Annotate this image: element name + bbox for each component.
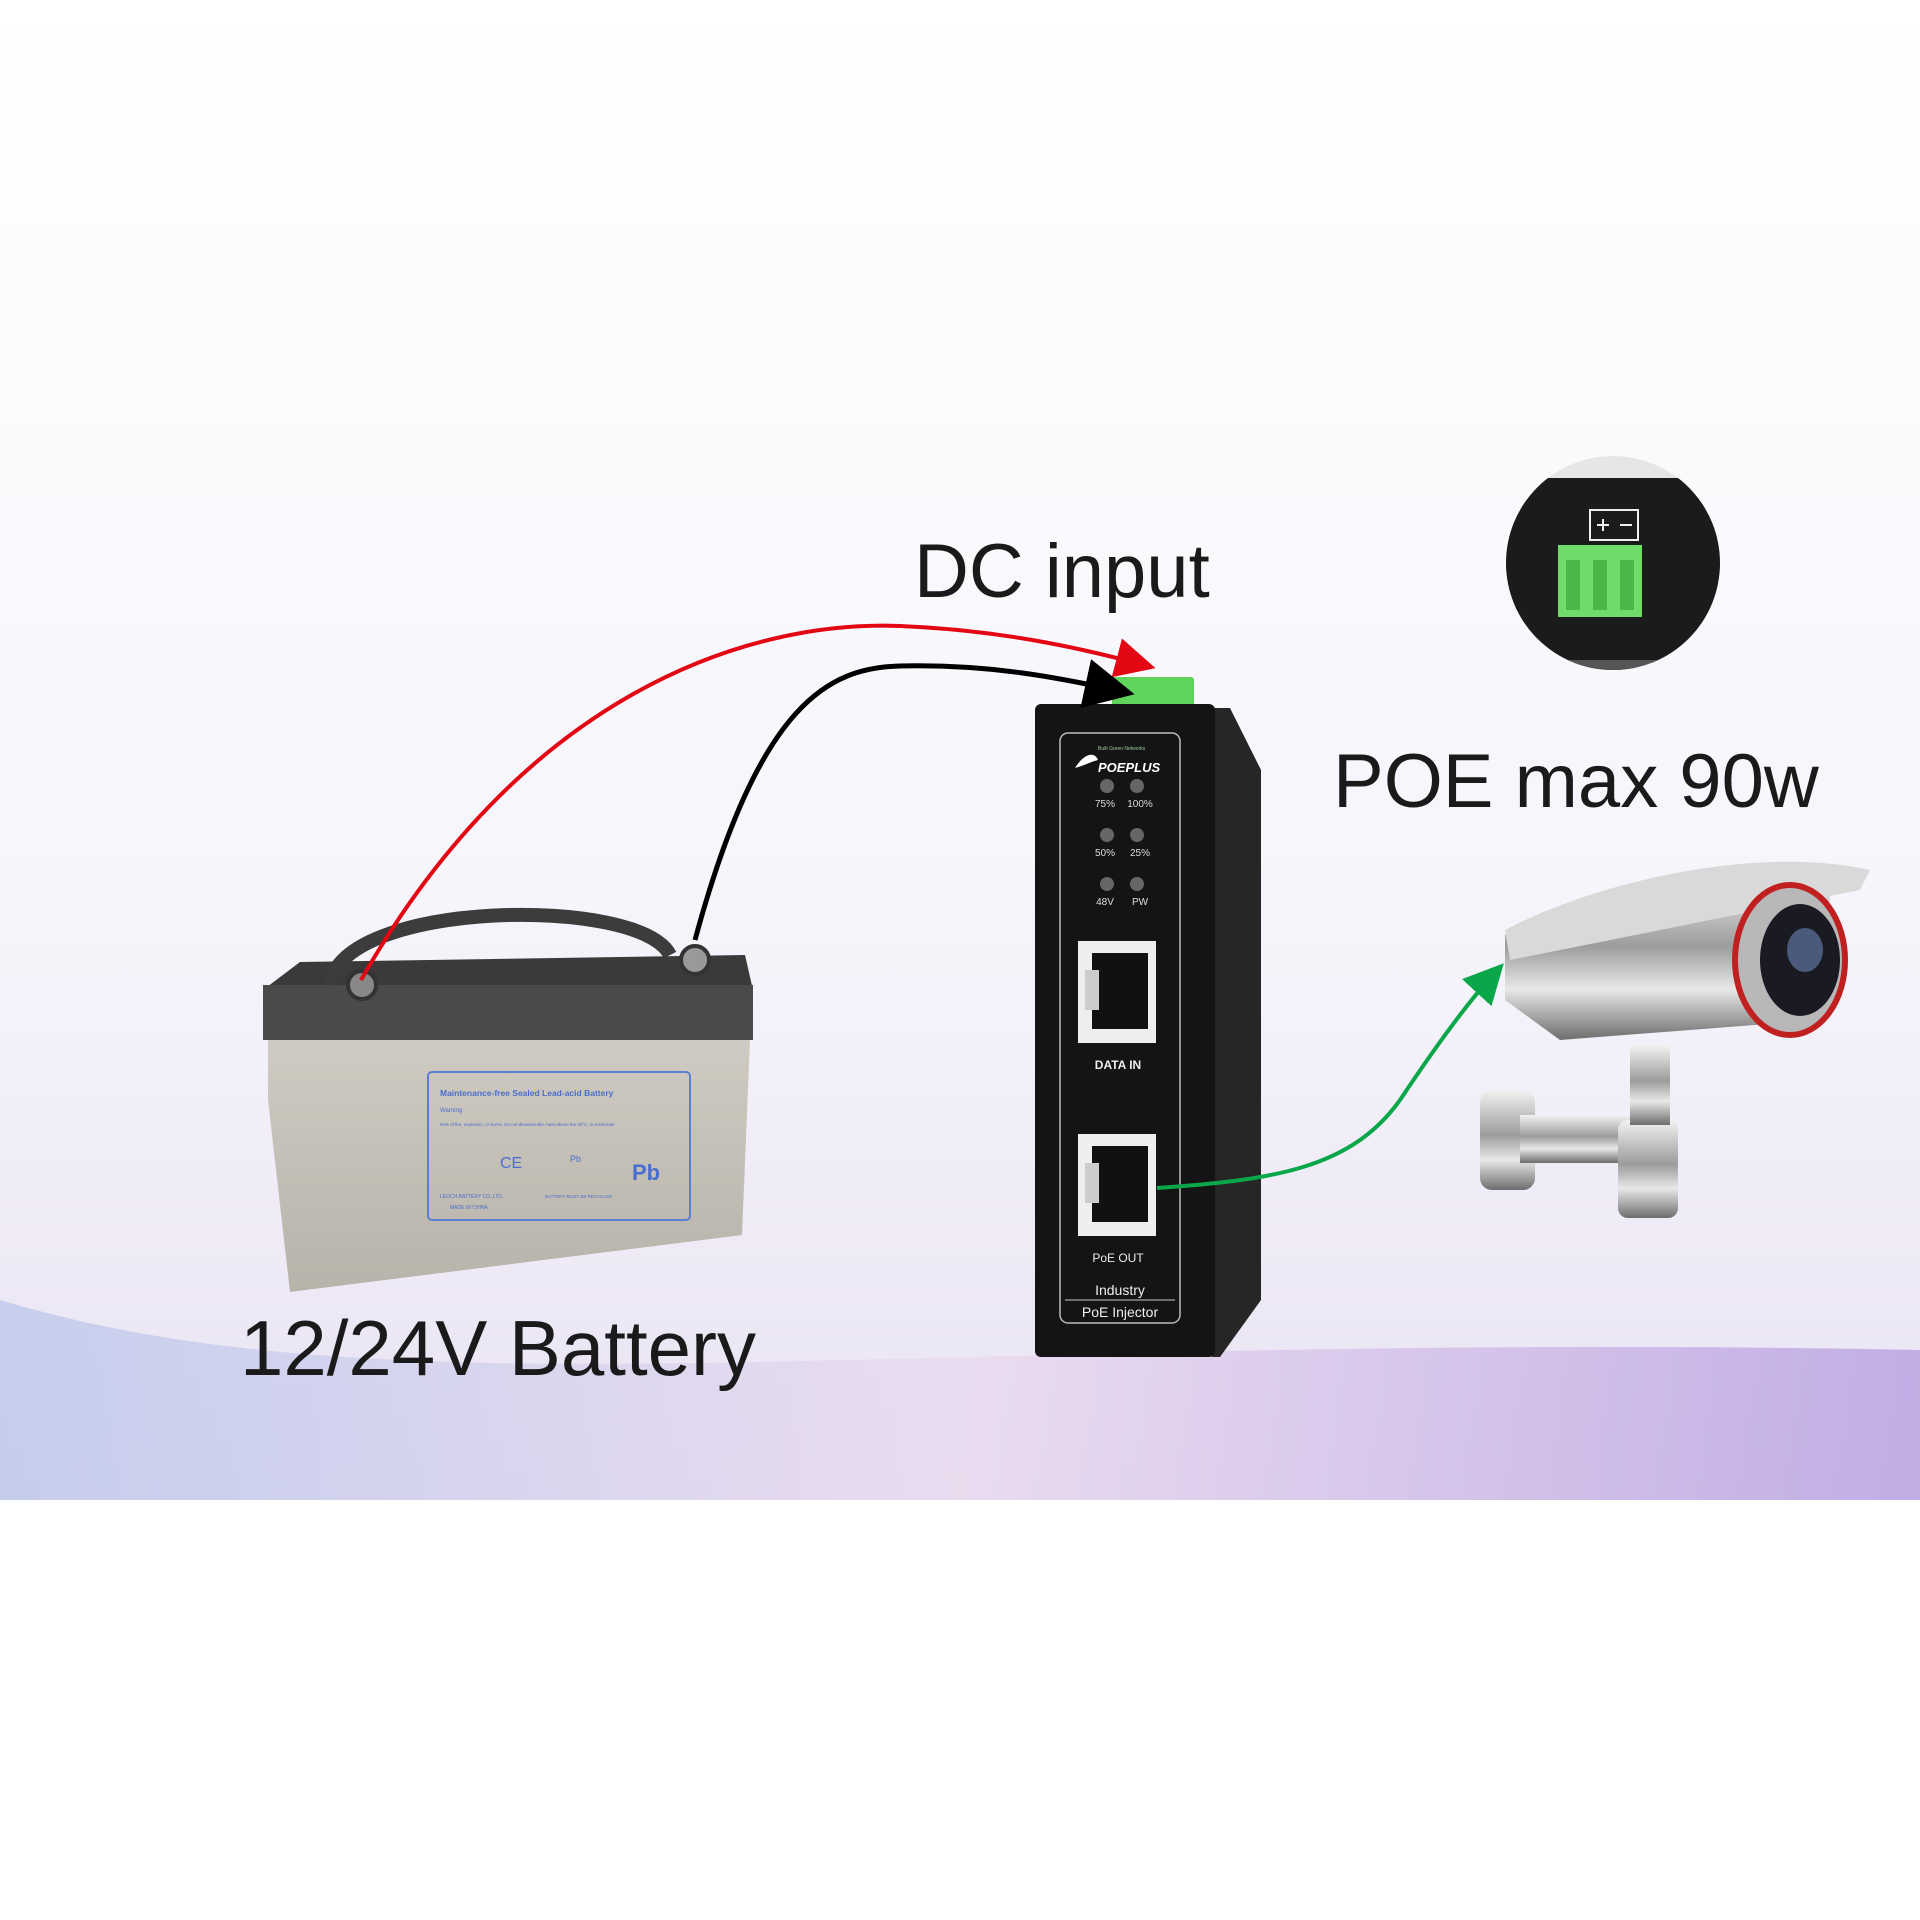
battery-label-recycle: Pb <box>570 1154 581 1164</box>
background-wave <box>0 1300 1920 1500</box>
battery-label-caption: 12/24V Battery <box>240 1304 756 1392</box>
leaf-logo-icon <box>1075 754 1098 768</box>
rj45-port-data-in <box>1078 941 1156 1043</box>
battery-label: Maintenance-free Sealed Lead-acid Batter… <box>427 1071 691 1221</box>
negative-wire-arrow <box>692 659 1135 941</box>
led-label: 100% <box>1127 799 1153 810</box>
positive-terminal <box>346 969 378 1001</box>
port-label-poe-out: PoE OUT <box>1092 1251 1144 1265</box>
positive-wire-arrow <box>359 623 1156 981</box>
terminal-detail-inset <box>1506 456 1720 670</box>
led-label: 50% <box>1095 848 1115 859</box>
poe-wire-arrow <box>1156 963 1504 1190</box>
security-camera <box>1480 861 1870 1218</box>
plus-icon <box>1597 519 1609 531</box>
battery-label-origin: MADE IN CHINA <box>450 1205 488 1211</box>
poe-max-label: POE max 90w <box>1333 739 1819 824</box>
led-label: PW <box>1132 897 1149 908</box>
polarity-marking <box>1589 509 1639 541</box>
status-leds: 75% 100% 50% 25% 48V PW <box>1095 779 1153 908</box>
battery-handle <box>323 907 677 987</box>
negative-terminal <box>679 944 711 976</box>
injector-title-line2: PoE Injector <box>1082 1304 1159 1320</box>
battery-label-heading: Maintenance-free Sealed Lead-acid Batter… <box>440 1088 614 1098</box>
led-label: 48V <box>1096 897 1114 908</box>
poe-injector: Built Green Networks POEPLUS 75% 100% 50… <box>1035 677 1261 1357</box>
led-label: 25% <box>1130 848 1150 859</box>
battery-label-recycle-note: BATTERY MUST BE RECYCLED <box>545 1194 613 1199</box>
led-label: 75% <box>1095 799 1115 810</box>
port-label-data-in: DATA IN <box>1095 1058 1141 1072</box>
injector-title-line1: Industry <box>1095 1282 1145 1298</box>
battery-label-maker: LEOCH BATTERY CO.,LTD. <box>440 1194 503 1200</box>
rj45-port-poe-out <box>1078 1134 1156 1236</box>
injector-brand: POEPLUS <box>1098 760 1160 775</box>
battery-label-warning-text: Risk of fire, explosion, or burns. Do no… <box>440 1122 615 1127</box>
injector-tagline: Built Green Networks <box>1098 746 1146 752</box>
dc-input-label: DC input <box>914 529 1210 614</box>
battery-label-warning: Warning <box>440 1108 462 1114</box>
battery: Maintenance-free Sealed Lead-acid Batter… <box>263 907 753 1292</box>
battery-label-pb: Pb <box>632 1160 660 1185</box>
battery-label-ce: CE <box>500 1155 522 1172</box>
